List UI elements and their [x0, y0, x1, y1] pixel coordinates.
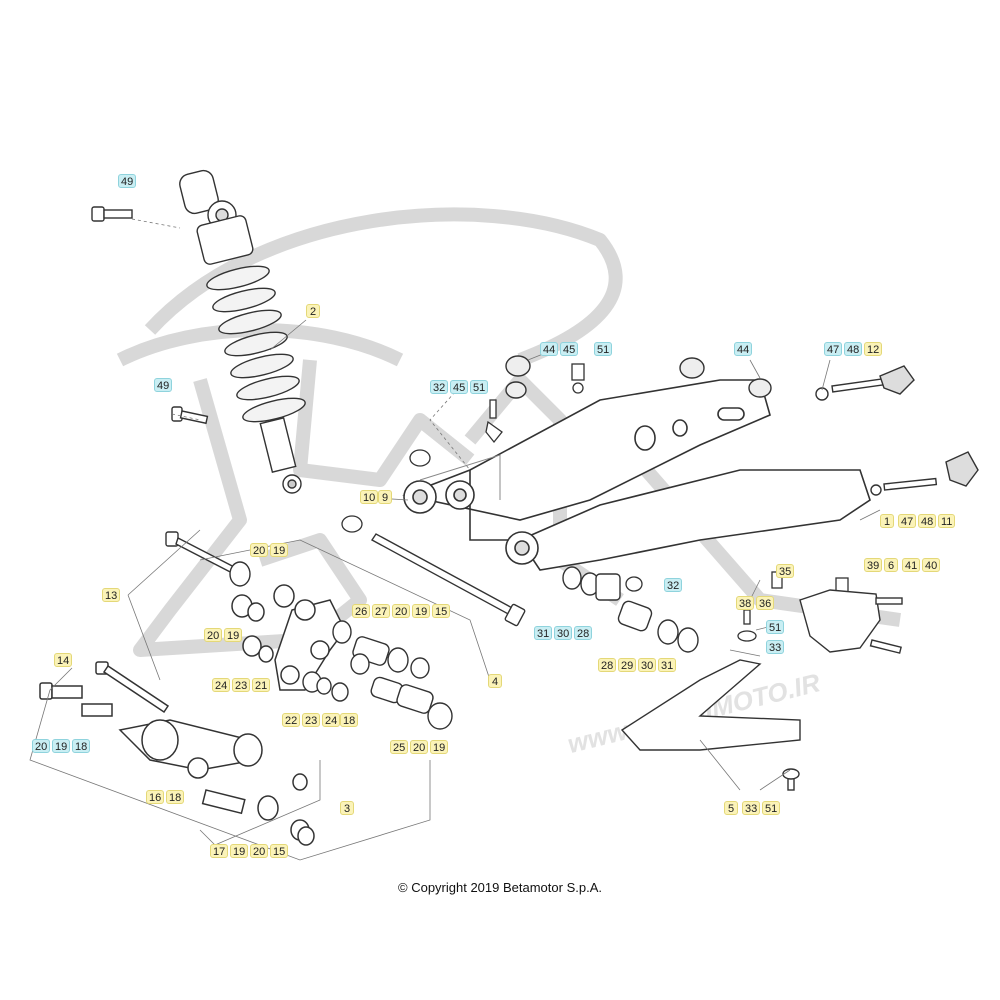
callout-51: 51 [762, 801, 781, 815]
swingarm-axle [370, 533, 526, 627]
callout-31: 31 [534, 626, 553, 640]
callout-47: 47 [824, 342, 843, 356]
callout-15: 15 [270, 844, 289, 858]
callout-21: 21 [252, 678, 271, 692]
callout-18: 18 [340, 713, 359, 727]
rocker-link [231, 584, 346, 691]
chain-slider [620, 659, 801, 791]
shock-absorber [179, 169, 306, 494]
callout-19: 19 [412, 604, 431, 618]
callout-36: 36 [756, 596, 775, 610]
bolt-13 [165, 531, 251, 587]
callout-31: 31 [658, 658, 677, 672]
callout-23: 23 [232, 678, 251, 692]
chain-adjuster-lower [870, 451, 979, 496]
callout-19: 19 [224, 628, 243, 642]
callout-28: 28 [598, 658, 617, 672]
chain-adjuster-upper [815, 365, 915, 401]
callout-47: 47 [898, 514, 917, 528]
swingarm-bearings [562, 566, 699, 653]
center-bearings [302, 620, 453, 730]
callout-29: 29 [618, 658, 637, 672]
plug-44-b [679, 357, 772, 398]
callout-48: 48 [918, 514, 937, 528]
callout-12: 12 [864, 342, 883, 356]
callout-20: 20 [250, 543, 269, 557]
callout-51: 51 [594, 342, 613, 356]
swingarm [402, 379, 871, 571]
callout-41: 41 [902, 558, 921, 572]
callout-20: 20 [32, 739, 51, 753]
callout-45: 45 [560, 342, 579, 356]
callout-19: 19 [430, 740, 449, 754]
callout-48: 48 [844, 342, 863, 356]
callout-38: 38 [736, 596, 755, 610]
callout-44: 44 [734, 342, 753, 356]
linkage-rod [39, 661, 315, 846]
callout-6: 6 [884, 558, 898, 572]
callout-32: 32 [430, 380, 449, 394]
callout-5: 5 [724, 801, 738, 815]
callout-22: 22 [282, 713, 301, 727]
callout-25: 25 [390, 740, 409, 754]
callout-9: 9 [378, 490, 392, 504]
callout-24: 24 [212, 678, 231, 692]
callout-32: 32 [664, 578, 683, 592]
callout-51: 51 [470, 380, 489, 394]
callout-11: 11 [938, 514, 956, 528]
callout-10: 10 [360, 490, 379, 504]
callout-49: 49 [154, 378, 173, 392]
callout-18: 18 [166, 790, 185, 804]
callout-18: 18 [72, 739, 91, 753]
bolt-49-upper [91, 206, 133, 222]
callout-14: 14 [54, 653, 73, 667]
callout-4: 4 [488, 674, 502, 688]
callout-20: 20 [204, 628, 223, 642]
callout-40: 40 [922, 558, 941, 572]
callout-28: 28 [574, 626, 593, 640]
callout-16: 16 [146, 790, 165, 804]
callout-19: 19 [230, 844, 249, 858]
callout-1: 1 [880, 514, 894, 528]
copyright-notice: © Copyright 2019 Betamotor S.p.A. [398, 880, 602, 895]
callout-39: 39 [864, 558, 883, 572]
callout-2: 2 [306, 304, 320, 318]
callout-44: 44 [540, 342, 559, 356]
callout-20: 20 [250, 844, 269, 858]
callout-15: 15 [432, 604, 451, 618]
callout-27: 27 [372, 604, 391, 618]
plug-44-a [505, 355, 531, 399]
callout-24: 24 [322, 713, 341, 727]
callout-23: 23 [302, 713, 321, 727]
callout-17: 17 [210, 844, 229, 858]
callout-19: 19 [52, 739, 71, 753]
bolt-49-lower [171, 406, 209, 425]
callout-33: 33 [766, 640, 785, 654]
callout-26: 26 [352, 604, 371, 618]
callout-30: 30 [554, 626, 573, 640]
callout-19: 19 [270, 543, 289, 557]
callout-20: 20 [410, 740, 429, 754]
callout-35: 35 [776, 564, 795, 578]
callout-45: 45 [450, 380, 469, 394]
callout-51: 51 [766, 620, 785, 634]
small-fittings [341, 363, 849, 642]
callout-20: 20 [392, 604, 411, 618]
chain-guide [799, 589, 903, 654]
callout-3: 3 [340, 801, 354, 815]
callout-13: 13 [102, 588, 121, 602]
callout-33: 33 [742, 801, 761, 815]
callout-30: 30 [638, 658, 657, 672]
callout-49: 49 [118, 174, 137, 188]
